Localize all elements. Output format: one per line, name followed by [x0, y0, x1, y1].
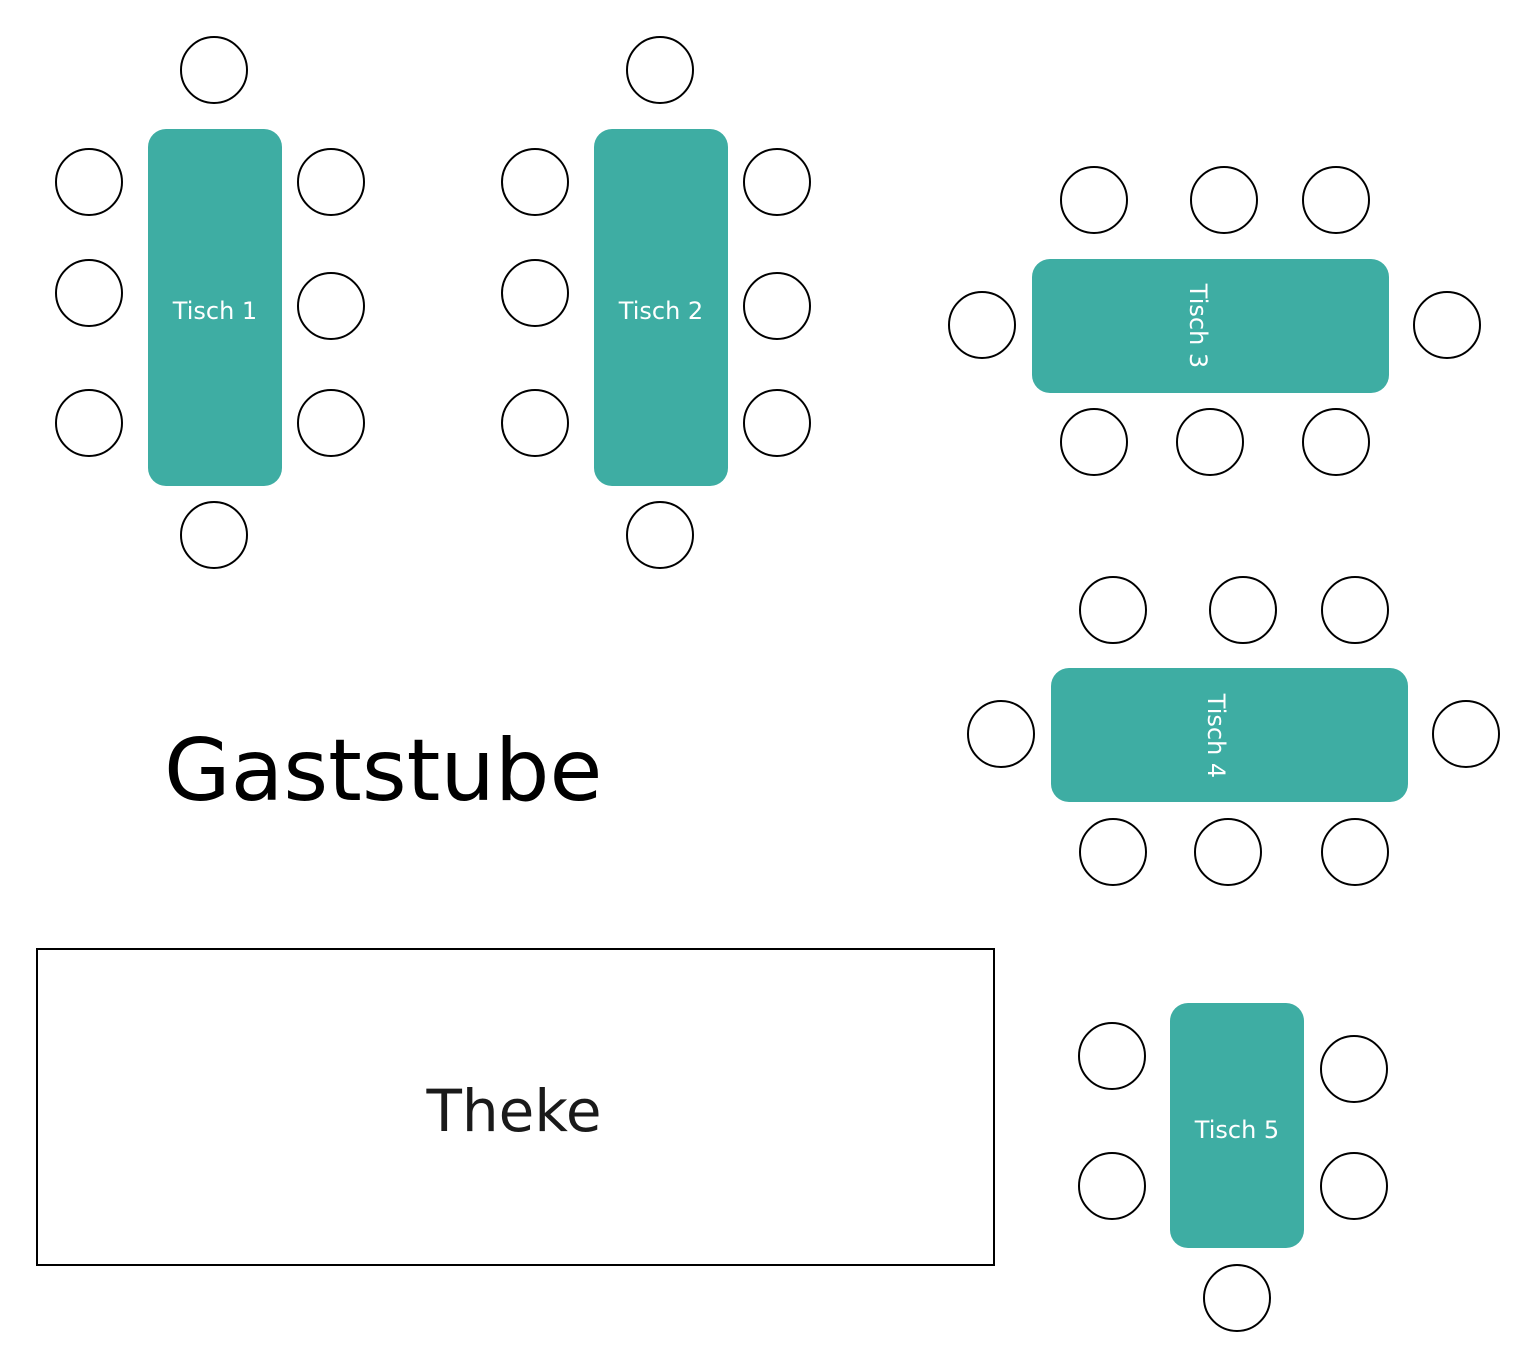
counter: Theke [36, 948, 995, 1266]
chair[interactable] [55, 259, 123, 327]
chair[interactable] [967, 700, 1035, 768]
chair[interactable] [1321, 576, 1389, 644]
chair[interactable] [1194, 818, 1262, 886]
counter-box[interactable] [36, 948, 995, 1266]
chair[interactable] [1060, 166, 1128, 234]
counter-label: Theke [425, 1077, 601, 1145]
table-2[interactable] [594, 129, 728, 486]
chair[interactable] [1176, 408, 1244, 476]
chair[interactable] [297, 148, 365, 216]
chair[interactable] [1060, 408, 1128, 476]
chair[interactable] [1190, 166, 1258, 234]
chair[interactable] [180, 501, 248, 569]
table-group-3: Tisch 3 [948, 166, 1481, 476]
chair[interactable] [297, 389, 365, 457]
table-group-1: Tisch 1 [55, 36, 365, 569]
table-5[interactable] [1170, 1003, 1304, 1248]
table-5-label: Tisch 5 [1194, 1116, 1279, 1144]
chair[interactable] [1078, 1022, 1146, 1090]
chair[interactable] [743, 148, 811, 216]
chair[interactable] [501, 259, 569, 327]
table-2-label: Tisch 2 [618, 297, 703, 325]
chair[interactable] [501, 389, 569, 457]
chair[interactable] [297, 272, 365, 340]
table-4[interactable] [1051, 668, 1408, 802]
table-group-2: Tisch 2 [501, 36, 811, 569]
table-group-4: Tisch 4 [967, 576, 1500, 886]
chair[interactable] [1079, 576, 1147, 644]
table-3-label: Tisch 3 [1184, 283, 1212, 368]
chair[interactable] [1079, 818, 1147, 886]
table-group-5: Tisch 5 [1078, 1003, 1388, 1332]
table-4-label: Tisch 4 [1202, 693, 1230, 778]
room-title: Gaststube [164, 721, 602, 821]
chair[interactable] [1203, 1264, 1271, 1332]
chair[interactable] [1320, 1152, 1388, 1220]
chair[interactable] [55, 389, 123, 457]
chair[interactable] [1209, 576, 1277, 644]
chair[interactable] [501, 148, 569, 216]
chair[interactable] [1320, 1035, 1388, 1103]
chair[interactable] [180, 36, 248, 104]
chair[interactable] [948, 291, 1016, 359]
chair[interactable] [743, 389, 811, 457]
table-3[interactable] [1032, 259, 1389, 393]
chair[interactable] [1078, 1152, 1146, 1220]
chair[interactable] [55, 148, 123, 216]
table-1-label: Tisch 1 [172, 297, 257, 325]
chair[interactable] [1432, 700, 1500, 768]
chair[interactable] [626, 501, 694, 569]
chair[interactable] [1302, 408, 1370, 476]
chair[interactable] [1321, 818, 1389, 886]
chair[interactable] [1413, 291, 1481, 359]
chair[interactable] [743, 272, 811, 340]
chair[interactable] [1302, 166, 1370, 234]
chair[interactable] [626, 36, 694, 104]
table-1[interactable] [148, 129, 282, 486]
